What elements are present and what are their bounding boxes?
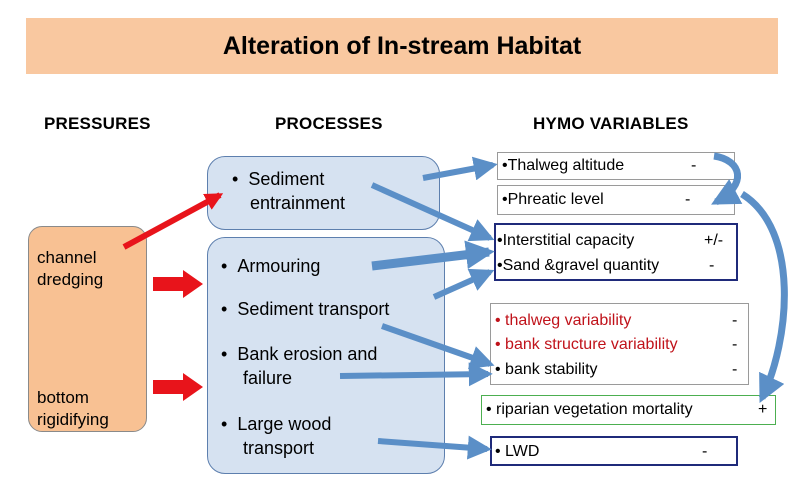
process-sediment-entrainment: • Sediment entrainment bbox=[232, 167, 345, 215]
diagram-title: Alteration of In-stream Habitat bbox=[222, 31, 582, 60]
var-box-riparian bbox=[481, 395, 776, 425]
header-pressures: PRESSURES bbox=[44, 114, 151, 133]
var-lwd-sign: - bbox=[702, 443, 708, 460]
var-riparian-label: riparian vegetation mortality bbox=[496, 401, 693, 418]
blue-arrow-armouring-to-interstitial bbox=[371, 240, 495, 271]
header-processes: PROCESSES bbox=[275, 114, 383, 133]
var-interstitial-sign: +/- bbox=[704, 232, 724, 249]
var-thalweg-variability: • thalweg variability bbox=[495, 312, 632, 329]
process-bank-erosion: • Bank erosion and failure bbox=[221, 342, 377, 390]
blue-arrow-entrainment-to-thalweg bbox=[422, 156, 498, 181]
var-interstitial: •Interstitial capacity bbox=[497, 232, 635, 249]
bullet-icon: • bbox=[221, 256, 238, 276]
blue-arrow-transport-to-sand-gravel bbox=[432, 268, 495, 300]
blue-arrow-bank-erosion-to-bank-stability bbox=[339, 362, 493, 387]
var-box-interstitial bbox=[494, 223, 738, 281]
process-bank-line1: Bank erosion and bbox=[237, 344, 378, 364]
process-armouring: • Armouring bbox=[221, 254, 320, 278]
blue-arrow-phreatic-to-riparian bbox=[740, 191, 788, 404]
bullet-icon: • bbox=[221, 299, 238, 319]
process-sediment-transport: • Sediment transport bbox=[221, 297, 389, 321]
pressure-bottom-rigidifying: bottom rigidifying bbox=[37, 387, 109, 431]
process-sediment-line2: entrainment bbox=[250, 193, 346, 213]
pressure-bottom-rigidifying-line2: rigidifying bbox=[37, 410, 109, 429]
red-arrow-dredging-to-entrainment bbox=[122, 192, 224, 250]
var-phreatic-level-label: Phreatic level bbox=[507, 191, 604, 208]
var-thalweg-altitude: •Thalweg altitude bbox=[502, 157, 625, 174]
process-box-main bbox=[207, 237, 445, 474]
var-bank-stability: • bank stability bbox=[495, 361, 598, 378]
header-hymo-variables: HYMO VARIABLES bbox=[533, 114, 689, 133]
var-thalweg-variability-sign: - bbox=[732, 312, 738, 329]
blue-arrow-entrainment-to-interstitial bbox=[370, 182, 495, 242]
var-riparian: • riparian vegetation mortality bbox=[486, 401, 693, 418]
var-box-lwd bbox=[490, 436, 738, 466]
red-arrow-rigidifying-to-processes bbox=[153, 373, 203, 401]
process-wood-line2: transport bbox=[243, 438, 315, 458]
bullet-icon: • bbox=[221, 414, 238, 434]
blue-arrow-wood-to-lwd bbox=[377, 435, 492, 460]
var-bank-stability-sign: - bbox=[732, 361, 738, 378]
pressure-channel-dredging-line2: dredging bbox=[37, 270, 104, 289]
var-bank-structure: • bank structure variability bbox=[495, 336, 678, 353]
var-box-variability bbox=[490, 303, 749, 385]
pressure-channel-dredging: channel dredging bbox=[37, 247, 103, 291]
var-interstitial-label: Interstitial capacity bbox=[502, 232, 635, 249]
var-phreatic-level: •Phreatic level bbox=[502, 191, 604, 208]
var-box-thalweg-altitude bbox=[497, 152, 735, 180]
process-sediment-transport-label: Sediment transport bbox=[237, 299, 390, 319]
blue-arrow-transport-to-bank-stability bbox=[381, 323, 495, 369]
pressure-channel-dredging-line1: channel bbox=[37, 248, 97, 267]
blue-arrow-thalweg-to-phreatic bbox=[711, 152, 743, 206]
title-banner: Alteration of In-stream Habitat bbox=[26, 18, 778, 74]
process-bank-line2: failure bbox=[243, 368, 293, 388]
process-box-sediment-entrainment bbox=[207, 156, 440, 230]
var-sand-gravel-sign: - bbox=[709, 257, 715, 274]
var-bank-structure-label: bank structure variability bbox=[505, 336, 678, 353]
process-sediment-line1: Sediment bbox=[248, 169, 325, 189]
var-box-phreatic-level bbox=[497, 185, 735, 215]
process-armouring-label: Armouring bbox=[237, 256, 321, 276]
var-sand-gravel-label: Sand &gravel quantity bbox=[502, 257, 660, 274]
var-thalweg-altitude-sign: - bbox=[691, 157, 697, 174]
bullet-icon: • bbox=[221, 344, 238, 364]
process-large-wood: • Large wood transport bbox=[221, 412, 331, 460]
bullet-icon: • bbox=[232, 169, 249, 189]
process-wood-line1: Large wood bbox=[237, 414, 332, 434]
red-arrow-dredging-to-processes bbox=[153, 270, 203, 298]
var-thalweg-variability-label: thalweg variability bbox=[505, 312, 632, 329]
pressure-bottom-rigidifying-line1: bottom bbox=[37, 388, 89, 407]
var-thalweg-altitude-label: Thalweg altitude bbox=[507, 157, 625, 174]
var-riparian-sign: + bbox=[758, 401, 768, 418]
var-bank-structure-sign: - bbox=[732, 336, 738, 353]
var-bank-stability-label: bank stability bbox=[505, 361, 598, 378]
var-sand-gravel: •Sand &gravel quantity bbox=[497, 257, 660, 274]
var-lwd-label: LWD bbox=[505, 443, 540, 460]
var-phreatic-level-sign: - bbox=[685, 191, 691, 208]
pressures-box bbox=[28, 226, 147, 432]
var-lwd: • LWD bbox=[495, 443, 540, 460]
